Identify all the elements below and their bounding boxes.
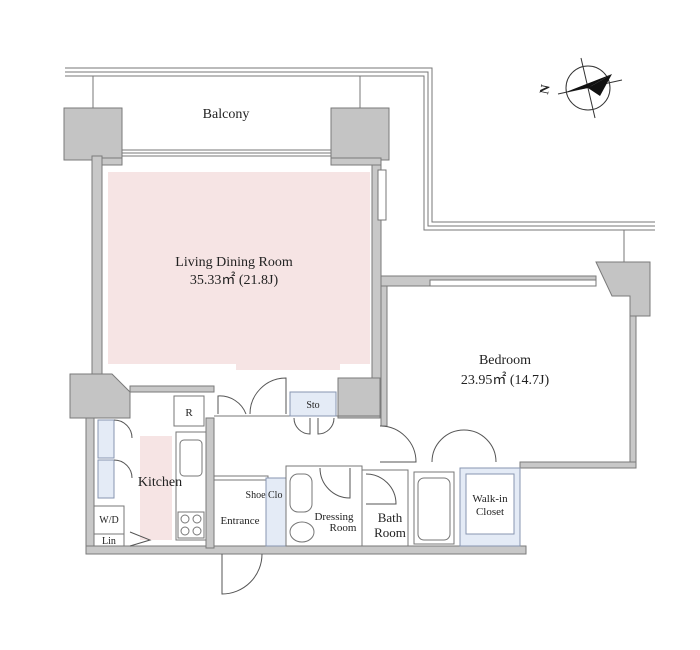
- cooktop: [177, 511, 205, 539]
- dressing-room-label-2: Room: [330, 522, 357, 534]
- refrigerator-label: R: [185, 407, 193, 419]
- living-door: [217, 395, 247, 415]
- kitchen-floor: [140, 436, 172, 540]
- walkin-door: [431, 429, 497, 463]
- refrigerator: [173, 395, 205, 427]
- walkin-closet-label-2: Closet: [476, 506, 504, 518]
- living-dining-area: 35.33㎡ (21.8J): [190, 272, 279, 288]
- balcony-railing: [65, 67, 655, 231]
- balcony-label: Balcony: [203, 107, 250, 122]
- bathtub: [413, 471, 455, 545]
- column-right: [330, 107, 390, 161]
- walkin-closet-label-1: Walk-in: [472, 493, 508, 505]
- storage: [289, 391, 337, 417]
- bedroom-area: 23.95㎡ (14.7J): [461, 372, 550, 388]
- storage-label: Sto: [306, 400, 319, 411]
- kitchen-cabinets: [97, 419, 133, 499]
- living-dining-floor: [108, 172, 370, 364]
- bedroom-name: Bedroom: [479, 353, 531, 368]
- entrance-door: [221, 553, 263, 595]
- bath-room-wall: [361, 469, 409, 547]
- column-left: [63, 107, 123, 161]
- bath-room-label-1: Bath: [378, 510, 403, 525]
- bedroom-walls: [380, 230, 651, 469]
- linen-label: Lin: [102, 536, 116, 547]
- balcony-window: [121, 149, 332, 157]
- entrance-label: Entrance: [220, 515, 259, 527]
- shoe-closet: [265, 477, 287, 547]
- column-living-right: [337, 377, 381, 419]
- shoe-closet-label: Shoe Clo: [246, 490, 283, 501]
- compass-north-letter: N: [536, 83, 553, 96]
- kitchen-counter: [175, 431, 207, 541]
- washer-dryer-label: W/D: [99, 515, 118, 526]
- column-living-left: [69, 373, 131, 419]
- dressing-room-label-1: Dressing: [314, 511, 354, 523]
- bath-room-label-2: Room: [374, 525, 406, 540]
- linen: [93, 533, 125, 547]
- kitchen-label: Kitchen: [138, 475, 182, 490]
- dressing-room-wall: [285, 465, 363, 547]
- living-dining-name: Living Dining Room: [175, 255, 293, 270]
- sink: [179, 439, 203, 477]
- column-bedroom: [595, 261, 651, 317]
- compass: N: [536, 57, 623, 119]
- bedroom-door: [379, 425, 417, 463]
